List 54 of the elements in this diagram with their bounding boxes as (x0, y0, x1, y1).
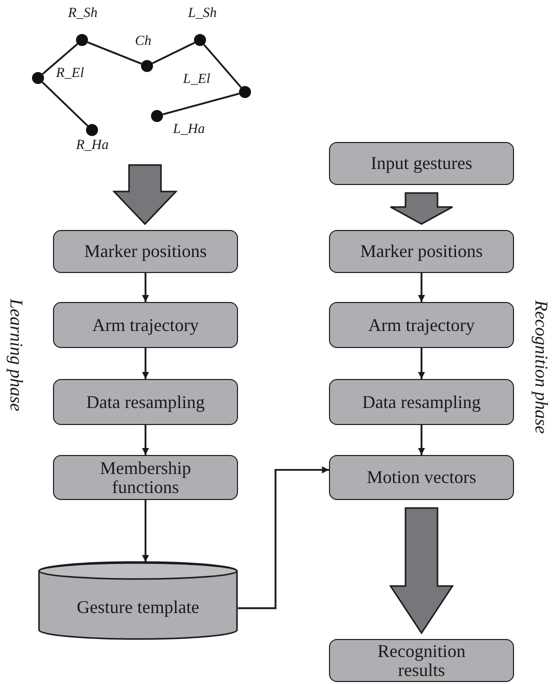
joint-label: L_El (183, 72, 210, 88)
joint-dot (141, 60, 153, 72)
node-label: Membership functions (99, 458, 192, 496)
joint-dot (239, 86, 251, 98)
node-label: Marker positions (84, 242, 207, 261)
process-box (329, 302, 514, 348)
node-label: Marker positions (360, 242, 483, 261)
node-label: Data resampling (86, 392, 205, 412)
joint-dot (32, 72, 44, 84)
process-box (53, 230, 238, 273)
arrow (142, 273, 149, 302)
joint-label: R_Ha (76, 138, 109, 154)
block-arrow (389, 507, 454, 634)
arrow (142, 348, 149, 379)
arrow (418, 348, 425, 379)
joint-label: R_Sh (68, 6, 98, 22)
arrow (418, 425, 425, 455)
process-box (329, 639, 514, 682)
process-box (53, 379, 238, 425)
process-box (329, 142, 514, 185)
arrow (418, 273, 425, 302)
phase-label: Learning phase (6, 298, 26, 412)
connector-line (162, 92, 240, 116)
node-label: Recognition results (376, 642, 466, 680)
node-label: Gesture template (76, 598, 200, 617)
joint-dot (151, 110, 163, 122)
joint-label: Ch (135, 34, 152, 50)
process-box (53, 302, 238, 348)
block-arrow (390, 192, 454, 225)
connector-line (87, 41, 142, 65)
node-label: Arm trajectory (92, 316, 199, 334)
joint-label: L_Sh (188, 6, 217, 22)
process-box (329, 455, 514, 500)
connector-line (203, 44, 242, 88)
phase-label: Recognition phase (530, 300, 552, 434)
arrow (142, 500, 149, 562)
node-label: Motion vectors (366, 468, 476, 487)
node-label: Arm trajectory (368, 316, 475, 334)
joint-dot (194, 34, 206, 46)
joint-label: L_Ha (173, 122, 205, 138)
node-label: Data resampling (362, 392, 481, 412)
node-label: Input gestures (370, 154, 472, 173)
connector-line (152, 42, 196, 64)
connector-line (42, 43, 78, 75)
arrow (142, 425, 149, 455)
process-box (329, 230, 514, 273)
joint-label: R_El (56, 66, 84, 82)
process-box (53, 455, 238, 500)
joint-dot (76, 34, 88, 46)
connector-line (42, 82, 88, 126)
block-arrow (112, 164, 178, 226)
joint-dot (86, 124, 98, 136)
process-box (329, 379, 514, 425)
arrow (238, 466, 329, 610)
